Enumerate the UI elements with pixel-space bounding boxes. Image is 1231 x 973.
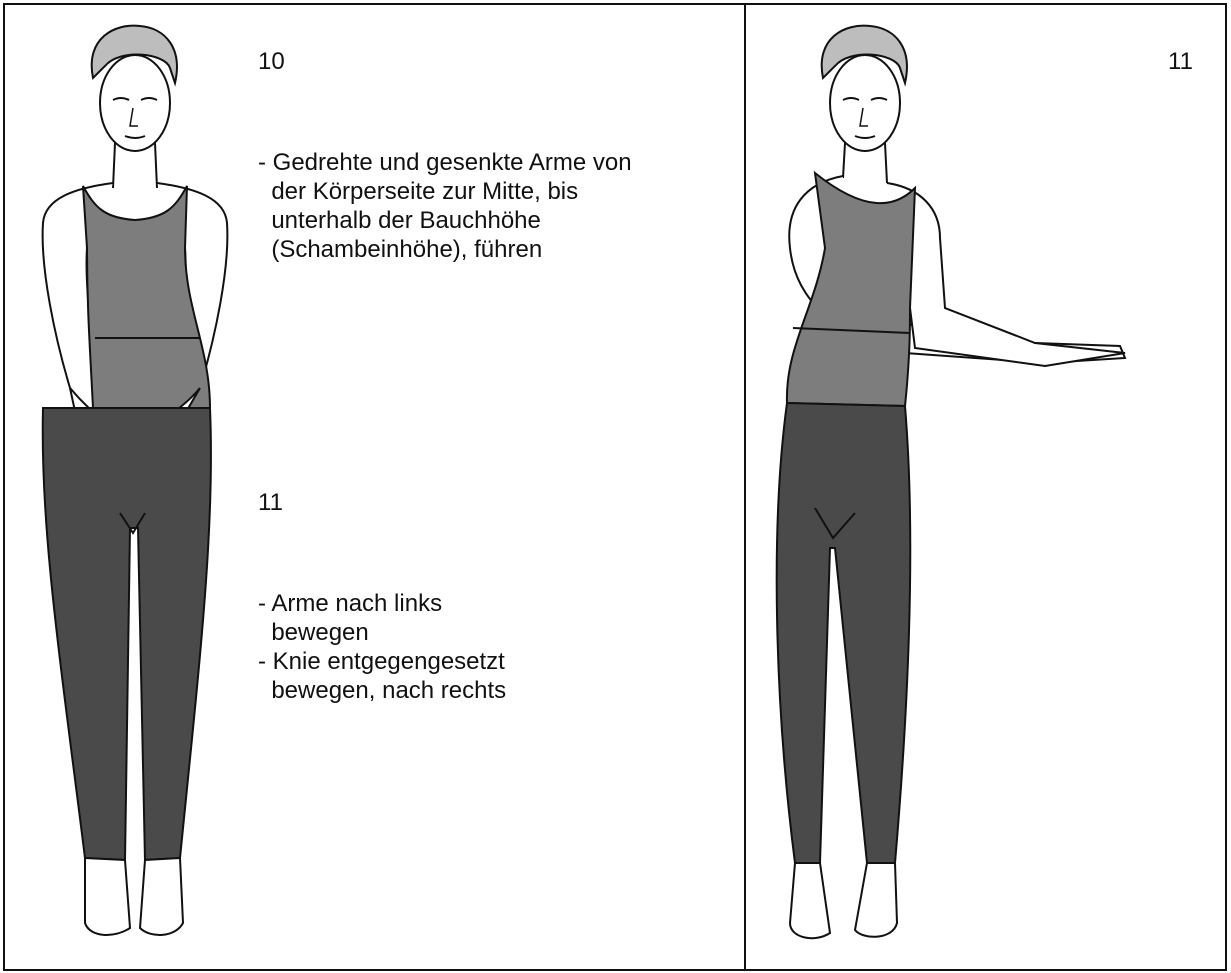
step-10-number: 10 [258, 47, 285, 76]
step-11-line-2: bewegen [258, 618, 369, 647]
figure-arms-to-side-illustration [745, 8, 1145, 968]
step-11-line-1: - Arme nach links [258, 589, 442, 618]
step-10-line-4: (Schambeinhöhe), führen [258, 235, 542, 264]
figure-arms-crossed-illustration [15, 8, 275, 968]
right-step-number: 11 [1168, 47, 1193, 76]
step-10-line-1: - Gedrehte und gesenkte Arme von [258, 148, 632, 177]
step-10-line-2: der Körperseite zur Mitte, bis [258, 177, 578, 206]
step-11-line-4: bewegen, nach rechts [258, 676, 506, 705]
step-11-number: 11 [258, 488, 283, 517]
step-11-line-3: - Knie entgegengesetzt [258, 647, 505, 676]
step-10-line-3: unterhalb der Bauchhöhe [258, 206, 541, 235]
